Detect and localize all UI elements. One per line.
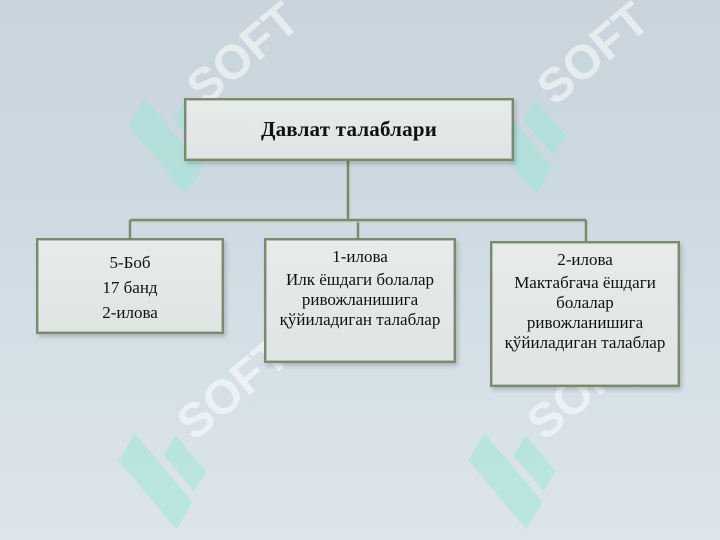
box-line: 17 банд [102,278,158,297]
diagram-title-box: Давлат талаблари [184,98,514,161]
box-description: Мактабгача ёшдаги болалар ривожланишига … [504,273,666,352]
box-line: 2-илова [102,303,158,322]
diagram-box-appendix-1: 1-илова Илк ёшдаги болалар ривожланишига… [264,238,456,363]
box-description: Илк ёшдаги болалар ривожланишига қўйилад… [279,270,441,329]
box-heading: 1-илова [332,247,388,266]
box-line: 5-Боб [109,253,151,272]
diagram-title: Давлат талаблари [260,117,438,141]
box-heading: 2-илова [557,250,613,269]
diagram-box-chapter: 5-Боб 17 банд 2-илова [36,238,224,334]
diagram-box-appendix-2: 2-илова Мактабгача ёшдаги болалар ривожл… [490,241,680,387]
